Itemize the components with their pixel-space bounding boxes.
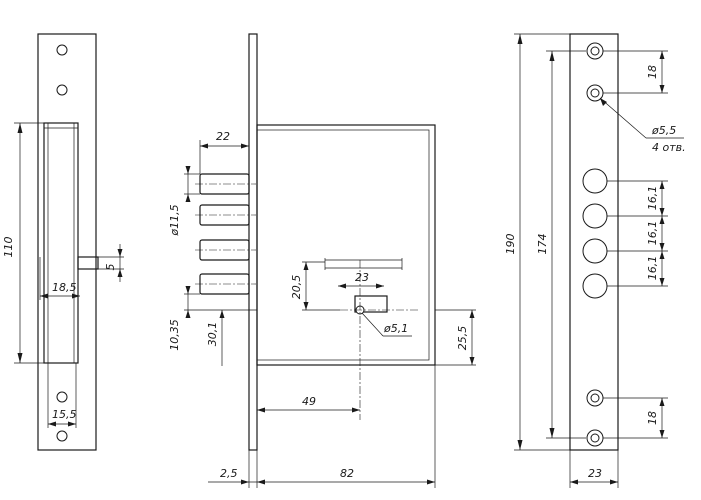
dim-front-bolt-width: 5 (104, 264, 117, 271)
dim-body-depth: 82 (340, 467, 354, 480)
dim-cam-width: 23 (355, 271, 369, 284)
side-lock-body (256, 124, 436, 366)
dim-top-hole-spacing: 18 (646, 65, 659, 79)
dim-bolt-diameter: ø11,5 (168, 204, 181, 236)
bolt-hole-2 (582, 203, 608, 229)
front-lock-body (43, 122, 79, 364)
dim-hole-count: 4 отв. (652, 141, 686, 154)
bolt-hole-3 (582, 238, 608, 264)
front-view: 110 18,5 5 15,5 (2, 33, 124, 451)
dim-total-length: 190 (504, 234, 517, 255)
dim-backset: 49 (302, 395, 316, 408)
dim-left-10-35: 10,35 (168, 319, 181, 351)
front-screw-hole-bottom-1 (56, 391, 68, 403)
dim-plate-width: 23 (588, 467, 602, 480)
front-screw-hole-top-1 (56, 44, 68, 56)
dim-front-bolt-offset: 18,5 (52, 281, 77, 294)
dim-bottom-hole-spacing: 18 (646, 411, 659, 425)
dim-bolt-spacing-1: 16,1 (646, 186, 659, 211)
dim-plate-thickness: 2,5 (220, 467, 238, 480)
dim-right-25-5: 25,5 (456, 326, 469, 351)
bolt-hole-1 (582, 168, 608, 194)
dim-left-30-1: 30,1 (206, 322, 219, 347)
side-face-plate (248, 33, 258, 451)
dim-inner-length: 174 (536, 234, 549, 255)
side-view: 22 ø11,5 10,35 30,1 23 (168, 33, 476, 488)
dim-spindle-diameter: ø5,1 (383, 322, 408, 335)
side-cam-slot (354, 295, 388, 313)
side-bolts (195, 173, 256, 295)
dim-front-bottom: 15,5 (52, 408, 77, 421)
bolt-hole-4 (582, 273, 608, 299)
faceplate-bolt-holes (582, 168, 608, 299)
dim-bolt-length: 22 (216, 130, 230, 143)
front-screw-hole-bottom-2 (56, 430, 68, 442)
faceplate (569, 33, 619, 451)
front-screw-hole-top-2 (56, 84, 68, 96)
front-bolt-stub (77, 256, 99, 270)
dim-hole-diameter: ø5,5 (651, 124, 676, 137)
dim-front-height: 110 (2, 237, 15, 258)
dim-bolt-spacing-3: 16,1 (646, 256, 659, 281)
front-strike-plate (37, 33, 97, 451)
faceplate-view: 190 174 18 ø5,5 4 отв. (504, 33, 686, 488)
dim-cam-height: 20,5 (290, 275, 303, 300)
faceplate-screw-holes (586, 42, 604, 447)
dim-bolt-spacing-2: 16,1 (646, 221, 659, 246)
